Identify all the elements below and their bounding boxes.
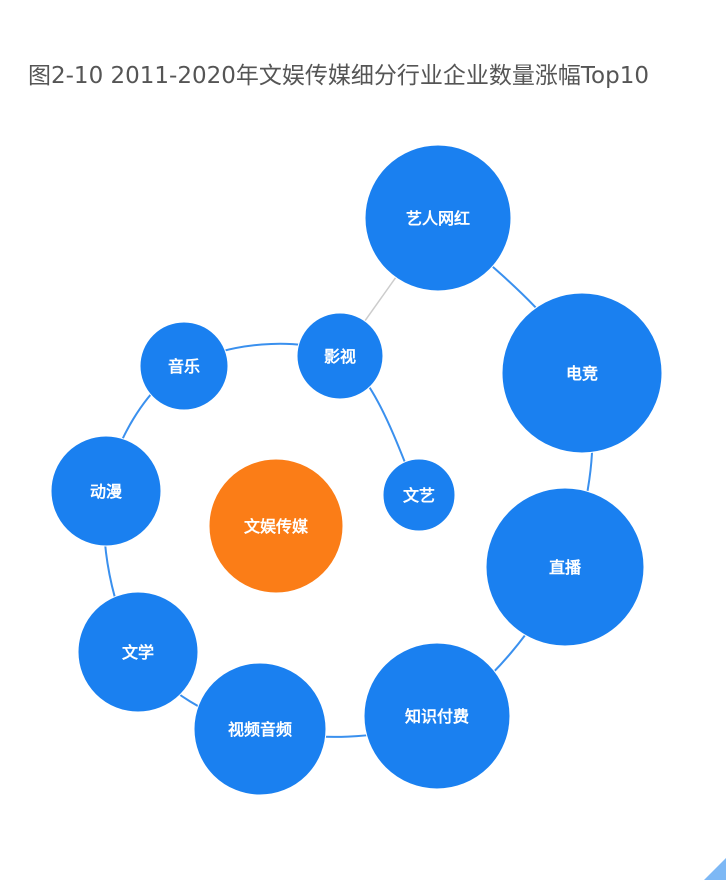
bubble-circle [50,435,162,547]
bubble-circle [296,312,384,400]
bubble-label: 电竞 [566,364,598,383]
bubble-node[interactable]: 文艺 [382,458,456,532]
bubble-circle [485,487,645,647]
bubble-label: 知识付费 [405,707,469,726]
bubble-circle [77,591,199,713]
bubble-circle [382,458,456,532]
bubble-circle [501,292,663,454]
bubble-node[interactable]: 知识付费 [363,642,511,790]
bubble-circle [193,662,327,796]
bubble-label: 视频音频 [228,720,292,739]
bubble-node[interactable]: 影视 [296,312,384,400]
bubble-node[interactable]: 直播 [485,487,645,647]
corner-decoration [704,858,726,880]
bubble-node[interactable]: 视频音频 [193,662,327,796]
bubble-node[interactable]: 电竞 [501,292,663,454]
bubble-node[interactable]: 动漫 [50,435,162,547]
bubble-label: 影视 [324,347,356,366]
chart-title: 图2-10 2011-2020年文娱传媒细分行业企业数量涨幅Top10 [28,63,649,89]
bubble-label: 文娱传媒 [244,517,309,536]
bubble-node[interactable]: 文学 [77,591,199,713]
bubble-label: 音乐 [168,357,200,376]
bubble-label: 文学 [122,643,154,662]
bubble-label: 艺人网红 [406,209,470,228]
center-node[interactable]: 文娱传媒 [208,458,344,594]
bubble-label: 直播 [549,558,582,577]
bubble-label: 文艺 [403,486,435,505]
bubble-circle [364,144,512,292]
bubble-circle [139,321,229,411]
bubble-circle [363,642,511,790]
bubble-node[interactable]: 艺人网红 [364,144,512,292]
bubble-node[interactable]: 音乐 [139,321,229,411]
bubble-circle [208,458,344,594]
bubble-label: 动漫 [90,482,122,501]
